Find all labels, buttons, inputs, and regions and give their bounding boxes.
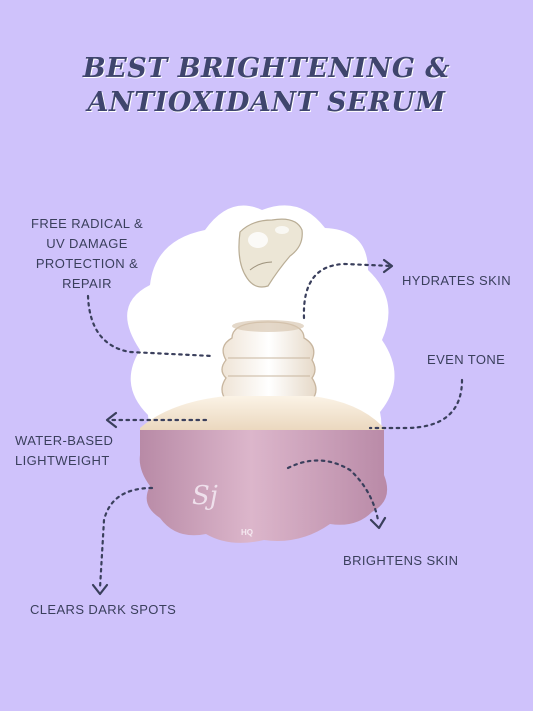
label-hydrates-skin: HYDRATES SKIN	[402, 273, 511, 288]
arrowhead-hydrates	[382, 258, 394, 274]
arrowhead-water-based	[105, 411, 118, 429]
title-line-1: BEST BRIGHTENING &	[82, 53, 451, 84]
arrow-even-tone	[368, 378, 464, 430]
arrow-dark-spots	[98, 486, 154, 590]
arrow-brightens	[286, 459, 380, 522]
glass-jar-neck	[221, 320, 317, 401]
arrow-hydrates	[302, 262, 394, 320]
brand-badge: HQ	[241, 528, 253, 537]
brand-logo: Sj	[192, 481, 218, 511]
label-even-tone: EVEN TONE	[427, 352, 506, 367]
jar-label-band	[139, 430, 388, 543]
arrow-free-radical	[86, 294, 214, 358]
label-clears-dark-spots: CLEARS DARK SPOTS	[30, 602, 177, 617]
label-brightens-skin: BRIGHTENS SKIN	[343, 553, 459, 568]
jar-shoulder	[140, 396, 384, 436]
page-title: BEST BRIGHTENING & ANTIOXIDANT SERUM	[0, 52, 533, 120]
label-water-based: WATER-BASED LIGHTWEIGHT	[15, 433, 114, 468]
arrowhead-brightens	[369, 516, 387, 530]
arrowhead-dark-spots	[91, 583, 109, 596]
title-line-2: ANTIOXIDANT SERUM	[87, 87, 446, 118]
label-free-radical: FREE RADICAL & UV DAMAGE PROTECTION & RE…	[30, 216, 144, 291]
serum-drop	[238, 218, 303, 288]
